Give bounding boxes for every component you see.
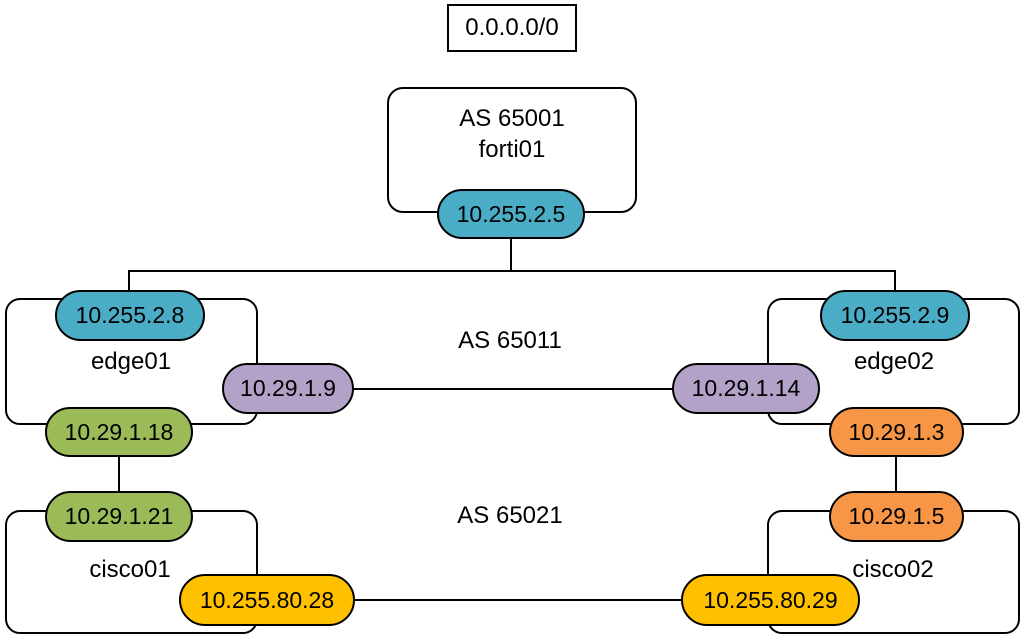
forti01-caption: AS 65001 forti01 (387, 103, 637, 165)
link-edge01-edge02 (350, 388, 676, 390)
link-edge01-cisco01 (118, 454, 120, 494)
edge02-hostname: edge02 (853, 348, 935, 375)
link-drop-edge01 (128, 270, 130, 294)
cisco02-hostname: cisco02 (852, 556, 934, 583)
link-forti01-trunk (510, 236, 512, 272)
link-drop-edge02 (894, 270, 896, 294)
cisco02-peer-ip-pill: 10.255.80.29 (681, 574, 860, 626)
default-route-box: 0.0.0.0/0 (447, 4, 577, 52)
forti01-as-label: AS 65001 (459, 105, 565, 132)
edge02-peer-ip-pill: 10.29.1.14 (672, 363, 820, 414)
as65021-label: AS 65021 (457, 502, 563, 529)
as65011-label: AS 65011 (458, 327, 562, 354)
cisco01-hostname: cisco01 (89, 556, 171, 583)
link-distribution-bus (128, 270, 896, 272)
edge01-uplink-ip-pill: 10.255.2.8 (55, 290, 205, 341)
edge02-uplink-ip-pill: 10.255.2.9 (820, 290, 970, 341)
edge01-peer-ip-pill: 10.29.1.9 (222, 363, 354, 414)
link-cisco01-cisco02 (352, 599, 684, 601)
edge01-downlink-ip-pill: 10.29.1.18 (45, 407, 193, 457)
forti01-hostname: forti01 (478, 136, 546, 163)
link-edge02-cisco02 (895, 454, 897, 494)
forti01-transit-ip-pill: 10.255.2.5 (437, 189, 585, 239)
edge01-hostname: edge01 (90, 348, 172, 375)
edge02-downlink-ip-pill: 10.29.1.3 (829, 407, 964, 457)
cisco02-uplink-ip-pill: 10.29.1.5 (829, 491, 964, 542)
default-route-label: 0.0.0.0/0 (465, 14, 559, 41)
cisco01-peer-ip-pill: 10.255.80.28 (179, 574, 355, 626)
cisco01-uplink-ip-pill: 10.29.1.21 (45, 491, 193, 542)
